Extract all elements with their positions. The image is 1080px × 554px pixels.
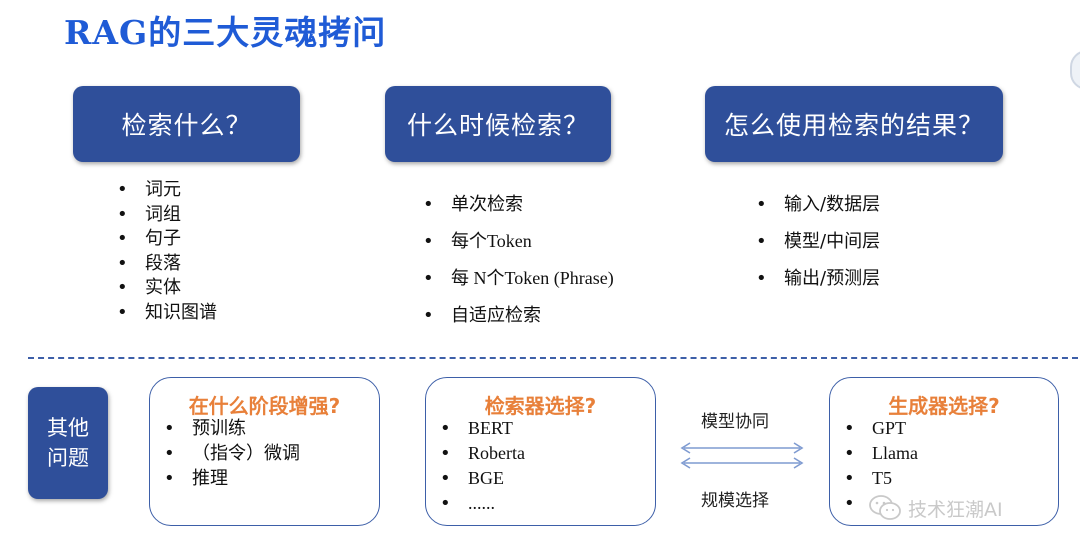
watermark: 技术狂潮AI [868, 494, 1003, 522]
list-item: 自适应检索 [423, 297, 614, 334]
question-what-label: 检索什么？ [121, 111, 252, 140]
watermark-text: 技术狂潮AI [908, 498, 1003, 521]
wechat-icon [869, 495, 901, 520]
list-item: BERT [440, 416, 525, 441]
generator-heading: 生成器选择? [888, 394, 1000, 418]
list-item: GPT [844, 416, 918, 441]
question-how-box: 怎么使用检索的结果？ [705, 86, 1003, 162]
other-line-1: 其他 [47, 416, 89, 440]
what-list: 词元 词组 句子 段落 实体 知识图谱 [117, 178, 217, 326]
list-item: 段落 [117, 252, 217, 277]
generator-list: GPT Llama T5 [844, 416, 918, 516]
list-item: 实体 [117, 276, 217, 301]
other-line-2: 问题 [47, 446, 89, 470]
retriever-box: 检索器选择? BERT Roberta BGE ...... [425, 377, 656, 526]
list-item: BGE [440, 466, 525, 491]
question-how-label: 怎么使用检索的结果？ [723, 111, 984, 140]
list-item: 预训练 [164, 416, 300, 441]
list-item: 输入/数据层 [756, 186, 880, 223]
link-label-bottom: 规模选择 [701, 491, 769, 511]
generator-box: 生成器选择? GPT Llama T5 [829, 377, 1059, 526]
list-item: 模型/中间层 [756, 223, 880, 260]
list-item: 每个Token [423, 223, 614, 260]
list-item: Roberta [440, 441, 525, 466]
when-list: 单次检索 每个Token 每 N个Token (Phrase) 自适应检索 [423, 186, 614, 334]
list-item: 推理 [164, 466, 300, 491]
list-item: 每 N个Token (Phrase) [423, 260, 614, 297]
list-item: Llama [844, 441, 918, 466]
retriever-heading: 检索器选择? [484, 394, 597, 418]
stage-box: 在什么阶段增强? 预训练 （指令）微调 推理 [149, 377, 380, 526]
list-item: 词组 [117, 203, 217, 228]
link-label-top: 模型协同 [701, 412, 769, 432]
dashed-divider [28, 357, 1078, 359]
page-title: RAG的三大灵魂拷问 [64, 13, 387, 52]
stage-heading: 在什么阶段增强? [188, 394, 341, 418]
list-item: ...... [440, 491, 525, 516]
how-list: 输入/数据层 模型/中间层 输出/预测层 [756, 186, 880, 297]
question-when-label: 什么时候检索？ [406, 111, 589, 140]
question-what-box: 检索什么？ [73, 86, 300, 162]
list-item: 句子 [117, 227, 217, 252]
stage-list: 预训练 （指令）微调 推理 [164, 416, 300, 491]
double-arrows [680, 442, 804, 469]
list-item: 词元 [117, 178, 217, 203]
other-questions-box: 其他 问题 [28, 387, 108, 499]
list-item: （指令）微调 [164, 441, 300, 466]
list-item: 输出/预测层 [756, 260, 880, 297]
list-item: 单次检索 [423, 186, 614, 223]
edge-circle [1070, 50, 1080, 90]
list-item: T5 [844, 466, 918, 491]
retriever-list: BERT Roberta BGE ...... [440, 416, 525, 516]
question-when-box: 什么时候检索？ [385, 86, 611, 162]
list-item: 知识图谱 [117, 301, 217, 326]
